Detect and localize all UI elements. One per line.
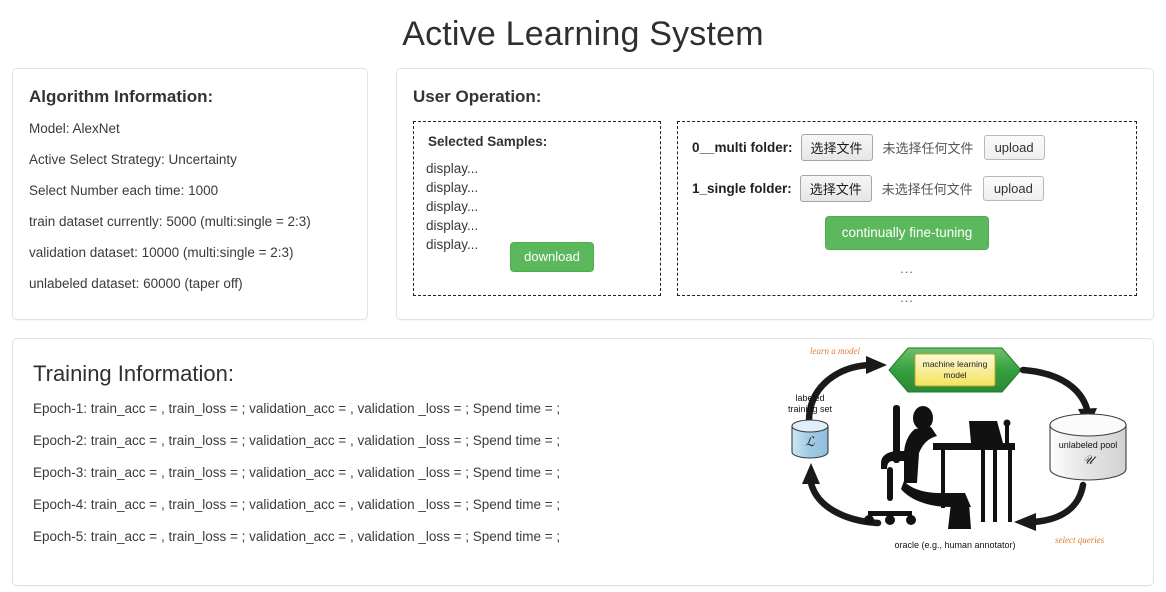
user-operation-panel: User Operation: Selected Samples: displa…: [396, 68, 1154, 320]
user-operation-body: Selected Samples: display... display... …: [413, 121, 1137, 305]
epoch-row: Epoch-5: train_acc = , train_loss = ; va…: [33, 529, 561, 544]
active-learning-cycle-diagram: machine learning model learn a model lab…: [765, 343, 1145, 563]
selected-samples-heading: Selected Samples:: [428, 134, 548, 149]
algorithm-information-heading: Algorithm Information:: [29, 87, 214, 106]
select-queries-label: select queries: [1055, 535, 1105, 545]
sample-item: display...: [426, 180, 479, 195]
upload-row-multi-folder: 0__multi folder: 选择文件 未选择任何文件 upload: [692, 134, 1122, 161]
download-button[interactable]: download: [510, 242, 594, 272]
unlabeled-pool-node: unlabeled pool 𝒰: [1049, 413, 1127, 481]
labeled-symbol: ℒ: [805, 434, 815, 449]
epoch-row: Epoch-1: train_acc = , train_loss = ; va…: [33, 401, 561, 416]
ellipsis-line-1: ...: [900, 261, 914, 276]
algorithm-line-strategy: Active Select Strategy: Uncertainty: [29, 152, 237, 167]
upload-button-single-folder[interactable]: upload: [982, 176, 1044, 201]
algorithm-line-train-dataset: train dataset currently: 5000 (multi:sin…: [29, 214, 311, 229]
algorithm-line-model: Model: AlexNet: [29, 121, 120, 136]
unlabeled-symbol: 𝒰: [1083, 453, 1097, 467]
upload-row-single-folder: 1_single folder: 选择文件 未选择任何文件 upload: [692, 175, 1122, 202]
file-status-multi-folder: 未选择任何文件: [882, 141, 974, 156]
user-operation-heading: User Operation:: [413, 87, 542, 106]
download-button-wrap: download: [426, 242, 648, 272]
labeled-training-set-node: labeled training set ℒ: [788, 393, 833, 459]
training-information-panel: Training Information: Epoch-1: train_acc…: [12, 338, 1154, 586]
epoch-row: Epoch-2: train_acc = , train_loss = ; va…: [33, 433, 561, 448]
page-title: Active Learning System: [402, 15, 764, 53]
sample-item: display...: [426, 237, 479, 252]
upload-button-multi-folder[interactable]: upload: [983, 135, 1045, 160]
select-queries-arrow: [1014, 481, 1087, 531]
labeled-label-line-2: training set: [788, 404, 833, 414]
model-label-line-2: model: [943, 370, 966, 380]
epoch-row: Epoch-3: train_acc = , train_loss = ; va…: [33, 465, 561, 480]
oracle-silhouette: [864, 405, 1015, 529]
algorithm-line-select-number: Select Number each time: 1000: [29, 183, 219, 198]
choose-file-button-single-folder[interactable]: 选择文件: [799, 175, 872, 202]
model-label-line-1: machine learning: [923, 359, 988, 369]
unlabeled-pool-label: unlabeled pool: [1059, 440, 1118, 450]
labeled-label-line-1: labeled: [795, 393, 824, 403]
machine-learning-model-node: machine learning model: [888, 347, 1022, 393]
sample-item: display...: [426, 199, 479, 214]
algorithm-information-panel: Algorithm Information: Model: AlexNet Ac…: [12, 68, 368, 320]
epoch-row: Epoch-4: train_acc = , train_loss = ; va…: [33, 497, 561, 512]
sample-item: display...: [426, 161, 479, 176]
algorithm-line-unlabeled-dataset: unlabeled dataset: 60000 (taper off): [29, 276, 243, 291]
ellipsis-line-2: ...: [900, 290, 914, 305]
app-root: Active Learning System Algorithm Informa…: [0, 14, 1166, 592]
selected-samples-box: Selected Samples: display... display... …: [413, 121, 661, 296]
upload-label-multi-folder: 0__multi folder:: [692, 140, 793, 155]
oracle-label: oracle (e.g., human annotator): [894, 540, 1015, 550]
upload-label-single-folder: 1_single folder:: [692, 181, 792, 196]
continually-fine-tuning-button[interactable]: continually fine-tuning: [824, 216, 990, 250]
training-information-heading: Training Information:: [33, 361, 234, 386]
learn-a-model-arrow: [805, 356, 887, 425]
algorithm-line-validation-dataset: validation dataset: 10000 (multi:single …: [29, 245, 294, 260]
learn-a-model-label: learn a model: [810, 346, 860, 356]
upload-operations-box: 0__multi folder: 选择文件 未选择任何文件 upload 1_s…: [677, 121, 1137, 305]
choose-file-button-multi-folder[interactable]: 选择文件: [800, 134, 873, 161]
top-row: Algorithm Information: Model: AlexNet Ac…: [0, 54, 1166, 320]
oracle-to-labeled-arrow: [802, 463, 882, 527]
file-status-single-folder: 未选择任何文件: [881, 182, 973, 197]
sample-item: display...: [426, 218, 479, 233]
finetune-button-wrap: continually fine-tuning: [692, 216, 1122, 250]
